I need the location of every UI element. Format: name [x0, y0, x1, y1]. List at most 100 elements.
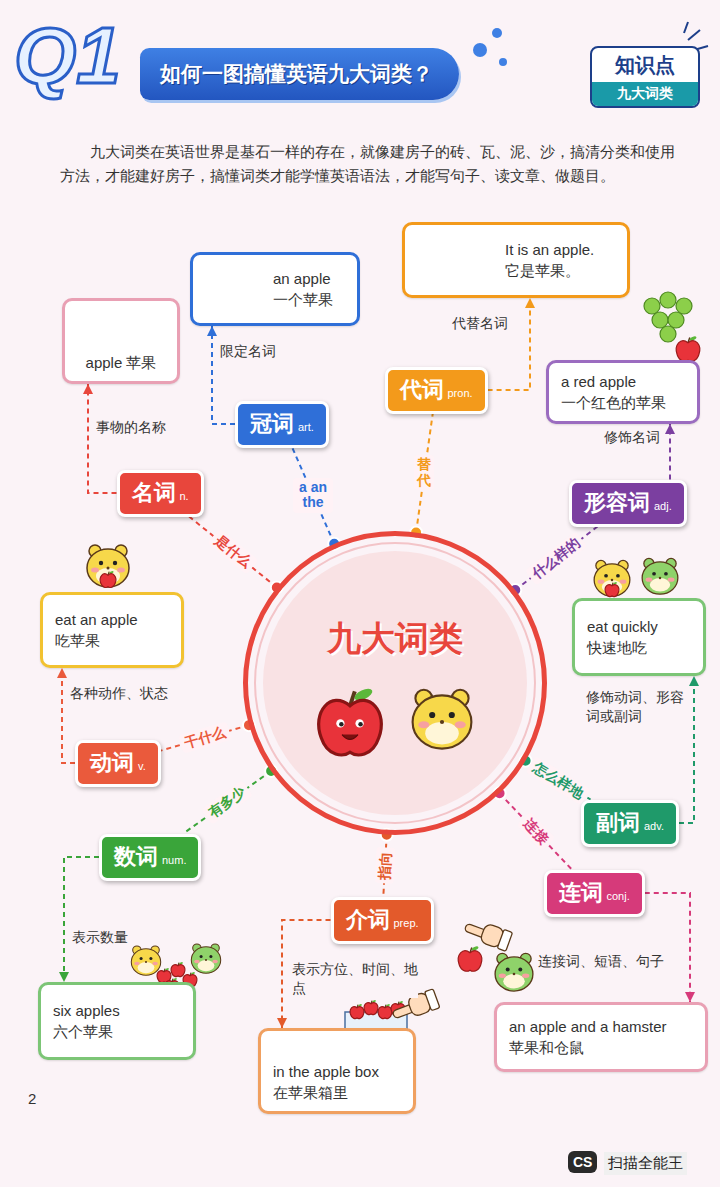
- edge-label: 事物的名称: [96, 418, 166, 437]
- hamster-figure: [495, 953, 533, 991]
- example-box: an apple and a hamster苹果和仓鼠: [494, 1002, 708, 1072]
- edge-label: 代替名词: [452, 314, 508, 333]
- bubble: [499, 58, 507, 66]
- apple-figure: [605, 582, 619, 597]
- node-subtext: 一个苹果: [273, 289, 345, 310]
- apple-body: [171, 965, 185, 977]
- word-class-box: 动词v.: [75, 740, 161, 787]
- watermark-logo: CS: [568, 1151, 597, 1173]
- word-class-box: 连词conj.: [544, 870, 645, 917]
- hub-dot: [265, 765, 277, 777]
- edge-label: a an the: [293, 478, 333, 513]
- hub-dot: [509, 584, 521, 596]
- grape-figure: [660, 292, 676, 308]
- grape-figure: [644, 298, 660, 314]
- apple-body: [364, 1003, 378, 1015]
- hamster-body: [642, 562, 678, 594]
- hamster-figure: [642, 558, 678, 594]
- hamster-eye: [99, 561, 103, 565]
- hamster-cheek: [134, 962, 140, 966]
- hamster-eye: [652, 572, 656, 576]
- edge-label: 表示数量: [72, 928, 128, 947]
- connector: [183, 771, 271, 833]
- hub-dot: [243, 719, 255, 731]
- spark-line: [688, 30, 700, 40]
- node-subtext: art.: [298, 421, 314, 433]
- arrowhead: [83, 384, 93, 394]
- node-title: 连词: [559, 878, 603, 908]
- node-title: an apple: [273, 268, 345, 289]
- apple-pupil: [339, 722, 343, 726]
- hamster-eye: [140, 957, 143, 960]
- node-subtext: prep.: [394, 917, 419, 929]
- node-title: in the apple box: [273, 1061, 401, 1082]
- hamster-nose: [107, 567, 110, 570]
- apple-eye: [336, 719, 344, 727]
- watermark-text: 扫描全能王: [604, 1152, 687, 1175]
- hamster-body: [131, 949, 160, 976]
- title-banner: 如何一图搞懂英语九大词类？: [140, 48, 459, 100]
- word-class-box: 形容词adj.: [569, 480, 687, 527]
- hamster-eye: [149, 957, 152, 960]
- hamster-nose: [205, 959, 207, 961]
- connector: [62, 668, 75, 763]
- apple-body: [676, 341, 700, 361]
- hamster-body: [594, 564, 630, 596]
- arrowhead: [689, 676, 699, 686]
- node-subtext: num.: [162, 854, 186, 866]
- node-title: 数词: [114, 842, 158, 872]
- word-class-box: 副词adv.: [581, 800, 679, 847]
- arrowhead: [685, 992, 695, 1002]
- apple-body: [458, 951, 482, 971]
- hamster-figure: [413, 690, 472, 749]
- hub-ground: [263, 551, 527, 815]
- node-title: apple 苹果: [86, 352, 157, 373]
- apple-body: [350, 1007, 364, 1019]
- apple-body: [378, 1007, 392, 1019]
- hamster-cheek: [455, 721, 466, 728]
- edge-label: 什么样的: [525, 531, 587, 585]
- hamster-body: [413, 695, 472, 748]
- connector: [500, 793, 572, 869]
- apple-figure: [378, 1004, 392, 1019]
- example-box: a red apple一个红色的苹果: [546, 360, 700, 424]
- page-badge: Q1: [14, 16, 121, 96]
- word-class-box: 冠词 art.: [235, 401, 329, 448]
- apple-eye: [355, 719, 363, 727]
- node-subtext: 苹果和仓鼠: [509, 1037, 693, 1058]
- edge-label: 指向: [375, 847, 396, 884]
- arrowhead: [59, 972, 69, 982]
- edge-label: 修饰名词: [604, 428, 660, 447]
- hub-circle: 九大词类: [243, 531, 547, 835]
- node-subtext: pron.: [448, 387, 473, 399]
- node-subtext: adv.: [644, 820, 664, 832]
- hamster-cheek: [212, 960, 218, 964]
- grape-figure: [668, 312, 684, 328]
- bubble: [492, 28, 502, 38]
- arrowhead: [277, 1018, 287, 1028]
- node-subtext: n.: [180, 490, 189, 502]
- node-title: 冠词: [250, 409, 294, 439]
- connector: [515, 527, 597, 591]
- node-title: eat quickly: [587, 616, 691, 637]
- apple-smile: [342, 735, 358, 740]
- node-subtext: 在苹果箱里: [273, 1082, 401, 1103]
- node-title: an apple and a hamster: [509, 1016, 693, 1037]
- hamster-body: [495, 957, 533, 991]
- hamster-cheek: [598, 580, 605, 584]
- hamster-eye: [506, 968, 510, 972]
- hamster-cheek: [117, 568, 125, 573]
- node-title: 动词: [90, 748, 134, 778]
- hamster-cheek: [91, 568, 99, 573]
- example-box: an apple一个苹果: [190, 252, 360, 326]
- edge-label: 修饰动词、形容词或副词: [586, 688, 686, 726]
- hub-dot: [328, 538, 340, 550]
- node-title: six apples: [53, 1000, 181, 1021]
- edge-label: 表示方位、时间、地点: [292, 960, 418, 998]
- hamster-eye: [518, 968, 522, 972]
- edge-label: 各种动作、状态: [70, 684, 182, 703]
- hamster-cheek: [646, 578, 653, 582]
- apple-figure: [100, 570, 116, 587]
- example-box: six apples六个苹果: [38, 982, 196, 1060]
